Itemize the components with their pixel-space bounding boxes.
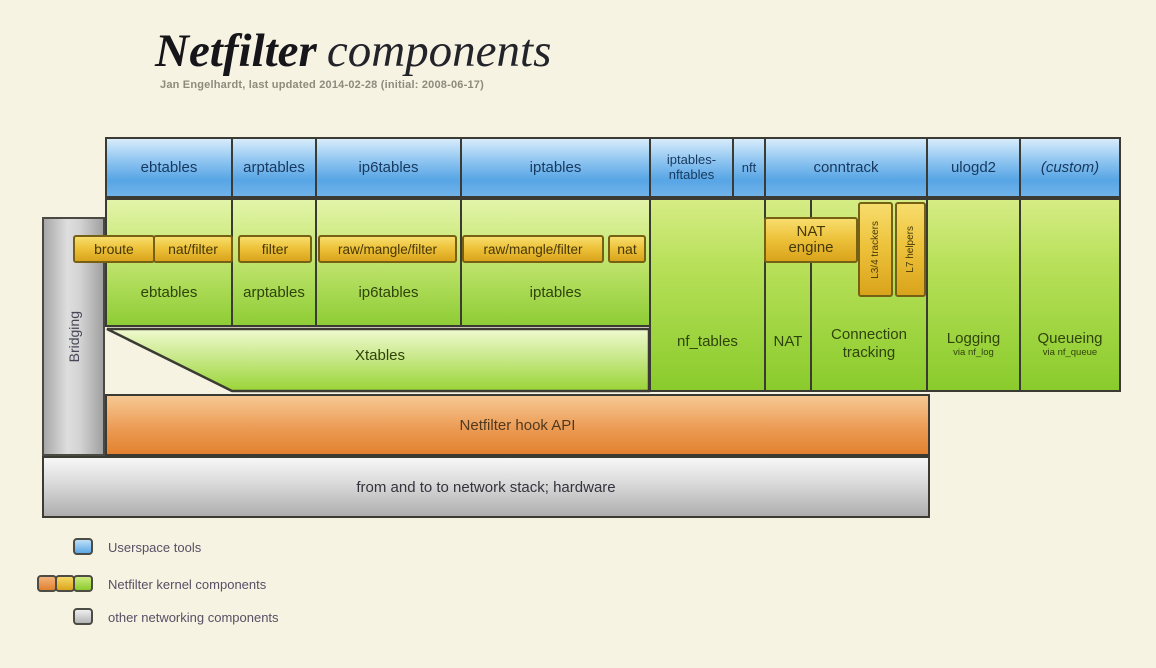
userspace-arptables-box: arptables <box>231 137 317 198</box>
chain-nat-filter-label: nat/filter <box>168 241 218 257</box>
bridging-box: Bridging <box>42 217 105 456</box>
nat-engine-box: NAT engine <box>764 217 858 263</box>
kernel-iptables-label: iptables <box>529 284 582 301</box>
userspace-arptables-label: arptables <box>243 159 305 176</box>
page-subtitle: Jan Engelhardt, last updated 2014-02-28 … <box>160 79 484 91</box>
userspace-nft-box: nft <box>732 137 766 198</box>
kernel-nf-tables-label: nf_tables <box>677 333 738 350</box>
network-stack-label: from and to to network stack; hardware <box>356 478 616 496</box>
bridging-label: Bridging <box>65 310 82 363</box>
chain-broute-box: broute <box>73 235 155 263</box>
userspace-ip6tables-label: ip6tables <box>358 159 419 176</box>
userspace-ulogd2-box: ulogd2 <box>926 137 1021 198</box>
userspace-iptables-nftables-box: iptables-nftables <box>649 137 734 198</box>
kernel-logging-sublabel: via nf_log <box>953 347 994 358</box>
userspace-iptables-label: iptables <box>529 159 582 176</box>
l34-trackers-box: L3/4 trackers <box>858 202 893 297</box>
userspace-custom-label: (custom) <box>1040 159 1100 176</box>
legend-kernel-label: Netfilter kernel components <box>108 577 267 592</box>
chain-broute-label: broute <box>94 241 134 257</box>
chain-raw-mangle-filter-ip6-box: raw/mangle/filter <box>318 235 457 263</box>
userspace-nft-label: nft <box>741 160 757 175</box>
l7-helpers-label: L7 helpers <box>905 226 916 273</box>
legend-other-label: other networking components <box>108 610 279 625</box>
xtables-shape <box>106 327 651 393</box>
userspace-ebtables-label: ebtables <box>140 159 198 176</box>
userspace-iptables-nftables-label: iptables-nftables <box>666 151 717 182</box>
legend-userspace-label: Userspace tools <box>108 540 202 555</box>
kernel-nat-label: NAT <box>773 333 803 350</box>
userspace-ip6tables-box: ip6tables <box>315 137 462 198</box>
chain-nat-label: nat <box>617 241 637 257</box>
title-components: components <box>326 25 552 77</box>
userspace-ebtables-box: ebtables <box>105 137 233 198</box>
legend-other-swatch <box>73 608 93 625</box>
kernel-connection-tracking-label: Connection tracking <box>831 326 907 361</box>
chain-raw-mangle-filter-ip4-label: raw/mangle/filter <box>483 241 583 257</box>
userspace-conntrack-box: conntrack <box>764 137 928 198</box>
chain-raw-mangle-filter-ip6-label: raw/mangle/filter <box>337 241 438 257</box>
legend-kernel-green-swatch <box>73 575 93 592</box>
nat-engine-label: NAT engine <box>788 222 834 256</box>
legend-userspace-swatch <box>73 538 93 555</box>
userspace-ulogd2-label: ulogd2 <box>950 159 997 176</box>
l7-helpers-box: L7 helpers <box>895 202 926 297</box>
chain-filter-label: filter <box>261 241 289 257</box>
title-netfilter: Netfilter <box>155 25 317 77</box>
netfilter-hook-api-label: Netfilter hook API <box>459 416 576 434</box>
chain-nat-filter-box: nat/filter <box>153 235 233 263</box>
userspace-custom-box: (custom) <box>1019 137 1121 198</box>
kernel-nf-tables-box: nf_tables <box>649 198 766 392</box>
kernel-ip6tables-label: ip6tables <box>358 284 419 301</box>
chain-filter-box: filter <box>238 235 312 263</box>
kernel-ebtables-label: ebtables <box>140 284 198 301</box>
l34-trackers-label: L3/4 trackers <box>870 220 881 279</box>
netfilter-hook-api-bar: Netfilter hook API <box>105 394 930 456</box>
chain-nat-box: nat <box>608 235 646 263</box>
legend-kernel-orange-swatch <box>37 575 57 592</box>
network-stack-bar: from and to to network stack; hardware <box>42 456 930 518</box>
userspace-iptables-box: iptables <box>460 137 651 198</box>
legend-kernel-gold-swatch <box>55 575 75 592</box>
kernel-arptables-label: arptables <box>243 284 305 301</box>
chain-raw-mangle-filter-ip4-box: raw/mangle/filter <box>462 235 604 263</box>
userspace-conntrack-label: conntrack <box>813 159 879 176</box>
kernel-xtables-label: Xtables <box>354 347 406 364</box>
kernel-queueing-sublabel: via nf_queue <box>1042 347 1098 358</box>
